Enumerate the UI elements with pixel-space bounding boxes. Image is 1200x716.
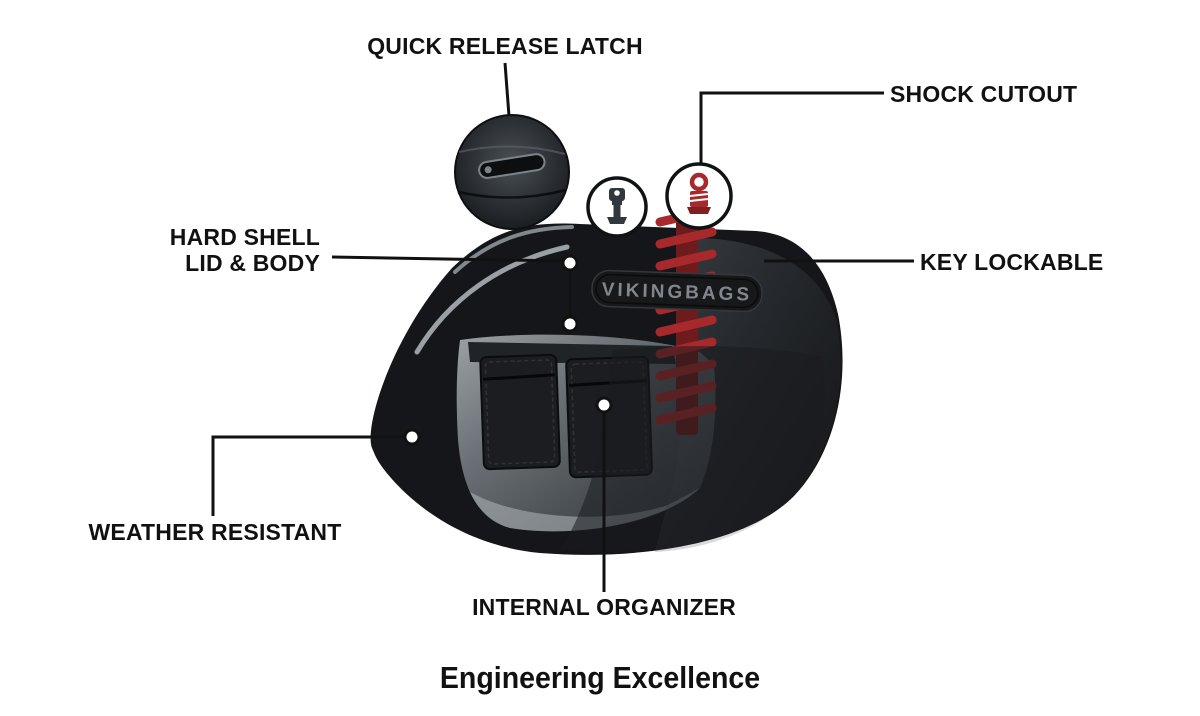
accent-stripe-lower	[414, 244, 570, 355]
hard-shell-label-line1: HARD SHELL	[169, 224, 320, 250]
organizer-pocket-left	[479, 353, 561, 471]
shock-cutout-badge	[665, 162, 733, 230]
callout-dot-lid	[561, 254, 579, 272]
key-lockable-badge	[586, 176, 648, 238]
hard-shell-label-line2: LID & BODY	[185, 249, 320, 276]
key-lock-icon	[607, 188, 627, 224]
callout-label-quick-release-latch: QUICK RELEASE LATCH	[367, 33, 643, 59]
callout-dots	[403, 254, 613, 446]
footer-title: Engineering Excellence	[439, 660, 761, 695]
brand-text: VIKINGBAGS	[601, 279, 752, 305]
callout-line-hard-shell	[331, 255, 564, 263]
quick-release-latch-icon	[478, 153, 546, 179]
accent-stripe-upper	[453, 225, 574, 274]
callout-label-hard-shell-lid-body: HARD SHELL LID & BODY	[120, 224, 320, 276]
callout-label-weather-resistant: WEATHER RESISTANT	[88, 519, 342, 545]
shock-absorber-icon	[687, 172, 711, 214]
callout-dot-weather	[403, 428, 421, 446]
bag-floor-highlight	[470, 488, 700, 532]
callout-dot-organizer	[595, 396, 613, 414]
smoke-overlay	[560, 346, 825, 552]
callout-line-weather-resistant	[211, 435, 404, 516]
callout-line-shock-cutout	[699, 91, 884, 164]
callout-label-key-lockable: KEY LOCKABLE	[920, 249, 1104, 275]
callout-dot-body	[561, 315, 579, 333]
callout-lines	[211, 62, 914, 592]
brand-plaque: VIKINGBAGS	[591, 269, 763, 313]
callout-label-internal-organizer: INTERNAL ORGANIZER	[472, 594, 736, 620]
callout-label-shock-cutout: SHOCK CUTOUT	[890, 81, 1078, 107]
quick-release-latch-inset	[454, 114, 570, 230]
callout-line-quick-release	[503, 62, 511, 117]
